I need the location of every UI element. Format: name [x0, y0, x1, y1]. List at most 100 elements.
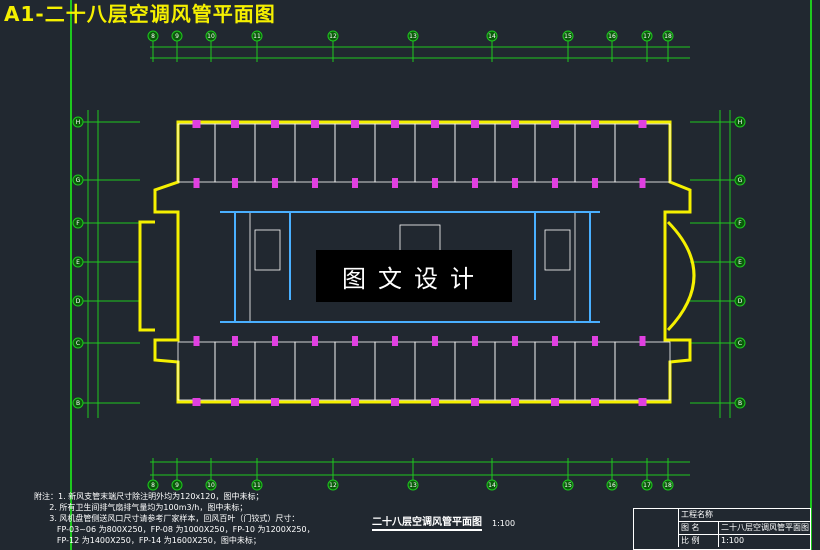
grid-axis-bubble: G: [72, 174, 84, 186]
frame-border-right: [810, 0, 812, 550]
grid-axis-bubble: 8: [147, 479, 159, 491]
grid-axis-label: H: [738, 119, 743, 126]
grid-axis-bubble: G: [734, 174, 746, 186]
project-label: 工程名称: [678, 509, 810, 522]
grid-axis-label: 16: [608, 33, 616, 40]
note-line: 2. 所有卫生间排气扇排气量均为100m3/h，图中未标；: [34, 503, 248, 512]
exterior-wall: [153, 120, 692, 404]
column: [551, 398, 559, 406]
grid-axis-label: 10: [207, 482, 215, 489]
fan-coil-unit: [592, 336, 598, 346]
column: [511, 120, 519, 128]
room-north: [494, 123, 536, 183]
west-wing-wall: [138, 220, 155, 332]
room-south: [254, 341, 296, 401]
grid-axis-bubble: 9: [171, 479, 183, 491]
grid-axis-label: F: [76, 220, 80, 227]
column: [431, 120, 439, 128]
note-line: 附注：1. 新风支管末端尺寸除注明外均为120x120，图中未标；: [34, 492, 264, 501]
column: [311, 120, 319, 128]
east-bay-wall: [666, 220, 696, 332]
fan-coil-unit: [472, 178, 478, 188]
drawing-title: A1-二十八层空调风管平面图: [4, 2, 276, 26]
grid-axis-bubble: 16: [606, 30, 618, 42]
grid-axis-label: C: [738, 340, 742, 347]
fan-coil-unit: [592, 178, 598, 188]
column: [591, 398, 599, 406]
room-north: [614, 123, 671, 183]
room-north: [414, 123, 456, 183]
note-line: 3. 风机盘管侧送风口尺寸请参考厂家样本，回风百叶（门铰式）尺寸：: [34, 514, 300, 523]
fan-coil-unit: [312, 178, 318, 188]
grid-axis-bubble: 16: [606, 479, 618, 491]
column: [311, 398, 319, 406]
column: [192, 120, 201, 128]
grid-axis-bubble: 14: [486, 479, 498, 491]
grid-axis-bubble: 17: [641, 30, 653, 42]
grid-axis-label: E: [738, 259, 742, 266]
note-line: FP-03~06 为800X250，FP-08 为1000X250，FP-10 …: [34, 525, 315, 534]
fan-coil-unit: [193, 336, 200, 346]
note-line: FP-12 为1400X250，FP-14 为1600X250，图中未标；: [34, 536, 261, 545]
stair-west: [254, 229, 281, 271]
column: [431, 398, 439, 406]
grid-axis-bubble: C: [72, 337, 84, 349]
room-north: [454, 123, 496, 183]
grid-axis-label: 18: [664, 482, 672, 489]
scale-value: 1:100: [718, 535, 810, 547]
column: [638, 398, 647, 406]
fan-coil-unit: [392, 178, 398, 188]
grid-axis-label: 8: [151, 33, 155, 40]
fan-coil-unit: [432, 178, 438, 188]
grid-axis-label: 11: [253, 33, 261, 40]
grid-axis-label: 12: [329, 482, 337, 489]
room-south: [534, 341, 576, 401]
grid-axis-bubble: F: [72, 217, 84, 229]
grid-axis-label: G: [738, 177, 743, 184]
grid-axis-label: 11: [253, 482, 261, 489]
column: [192, 398, 201, 406]
grid-axis-label: E: [76, 259, 80, 266]
column: [271, 120, 279, 128]
grid-axis-label: 17: [643, 33, 651, 40]
grid-axis-label: 13: [409, 33, 417, 40]
fan-coil-unit: [232, 178, 238, 188]
room-north: [214, 123, 256, 183]
grid-axis-bubble: B: [734, 397, 746, 409]
fan-coil-unit: [352, 336, 358, 346]
grid-axis-label: B: [76, 400, 80, 407]
fan-coil-unit: [272, 336, 278, 346]
grid-axis-bubble: 15: [562, 479, 574, 491]
grid-axis-label: B: [738, 400, 742, 407]
fan-coil-unit: [552, 336, 558, 346]
grid-axis-bubble: C: [734, 337, 746, 349]
room-south: [574, 341, 616, 401]
frame-border-left: [70, 0, 72, 550]
grid-axis-bubble: F: [734, 217, 746, 229]
column: [471, 398, 479, 406]
column: [351, 398, 359, 406]
grid-axis-label: 14: [488, 482, 496, 489]
room-south: [334, 341, 376, 401]
room-north: [334, 123, 376, 183]
room-north: [534, 123, 576, 183]
fan-coil-unit: [193, 178, 200, 188]
grid-axis-bubble: 9: [171, 30, 183, 42]
fan-coil-unit: [392, 336, 398, 346]
grid-axis-label: D: [738, 298, 743, 305]
grid-axis-bubble: 13: [407, 30, 419, 42]
fan-coil-unit: [272, 178, 278, 188]
grid-axis-bubble: D: [734, 295, 746, 307]
room-north: [374, 123, 416, 183]
room-south: [214, 341, 256, 401]
grid-axis-bubble: 14: [486, 30, 498, 42]
column: [231, 120, 239, 128]
grid-axis-label: 18: [664, 33, 672, 40]
grid-axis-label: H: [76, 119, 81, 126]
grid-axis-label: 15: [564, 33, 572, 40]
room-north: [294, 123, 336, 183]
drawing-name: 二十八层空调风管平面图: [718, 522, 810, 535]
room-south: [454, 341, 496, 401]
room-south: [374, 341, 416, 401]
